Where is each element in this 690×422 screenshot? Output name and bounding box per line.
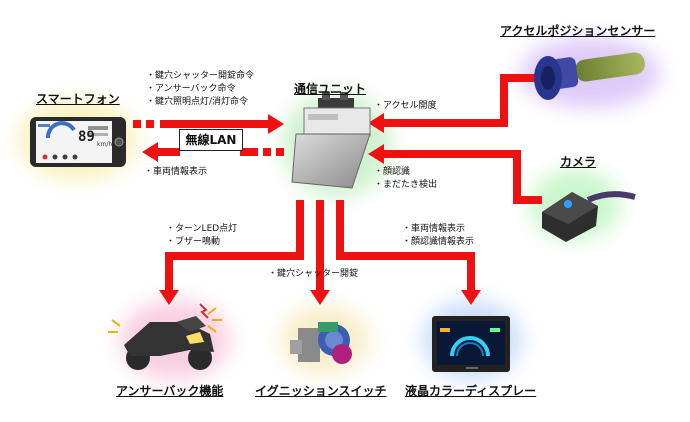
phone-speed-readout: 89	[78, 129, 95, 145]
note-line: ・まだたき検出	[374, 180, 438, 190]
note-line: ・鍵穴シャッター開錠命令	[146, 71, 255, 81]
note-phone-to-unit: ・鍵穴シャッター開錠命令 ・アンサーバック命令 ・鍵穴照明点灯/消灯命令	[146, 70, 254, 109]
communication-unit-icon	[291, 92, 371, 189]
motorcycle-icon	[108, 303, 222, 370]
arrow-unit-to-answerback	[159, 200, 304, 305]
title-communication-unit: 通信ユニット	[294, 82, 367, 96]
arrow-accel-to-unit	[368, 74, 535, 133]
note-line: ・アクセル開度	[374, 101, 437, 111]
phone-speed-unit: km/h	[97, 141, 113, 148]
arrow-unit-to-display	[336, 200, 481, 305]
note-line: ・ブザー鳴動	[166, 237, 221, 247]
note-line: ・車両情報表示	[144, 167, 208, 177]
smartphone-icon	[30, 117, 126, 167]
accel-sensor-icon	[534, 52, 645, 100]
note-line: ・顔認識	[374, 167, 411, 177]
arrow-camera-to-unit	[368, 144, 542, 204]
note-camera-to-unit: ・顔認識 ・まだたき検出	[374, 166, 437, 192]
note-line: ・鍵穴照明点灯/消灯命令	[146, 97, 249, 107]
title-ignition-switch: イグニッションスイッチ	[255, 384, 387, 398]
note-line: ・顔認識情報表示	[402, 237, 475, 247]
note-line: ・ターンLED点灯	[166, 224, 238, 234]
lcd-display-icon	[432, 316, 510, 372]
note-unit-to-phone: ・車両情報表示	[144, 166, 207, 179]
note-unit-to-answerback: ・ターンLED点灯 ・ブザー鳴動	[166, 223, 237, 249]
note-line: ・アンサーバック命令	[146, 84, 236, 94]
note-unit-to-display: ・車両情報表示 ・顔認識情報表示	[402, 223, 474, 249]
arrow-unit-to-ignition	[310, 200, 330, 305]
camera-icon	[542, 191, 636, 242]
arrow-unit-to-phone	[142, 142, 284, 162]
note-accel-to-unit: ・アクセル開度	[374, 100, 437, 113]
note-line: ・鍵穴シャッター開錠	[268, 269, 359, 279]
title-accel-sensor: アクセルポジションセンサー	[500, 24, 656, 38]
ignition-switch-icon	[290, 322, 352, 364]
note-unit-to-ignition: ・鍵穴シャッター開錠	[268, 268, 358, 281]
title-answerback: アンサーバック機能	[116, 384, 224, 398]
arrow-phone-to-unit	[133, 114, 284, 134]
wireless-lan-label: 無線LAN	[179, 129, 243, 151]
title-lcd-display: 液晶カラーディスプレー	[405, 384, 537, 398]
title-camera: カメラ	[560, 155, 597, 169]
title-smartphone: スマートフォン	[36, 92, 120, 106]
note-line: ・車両情報表示	[402, 224, 466, 234]
